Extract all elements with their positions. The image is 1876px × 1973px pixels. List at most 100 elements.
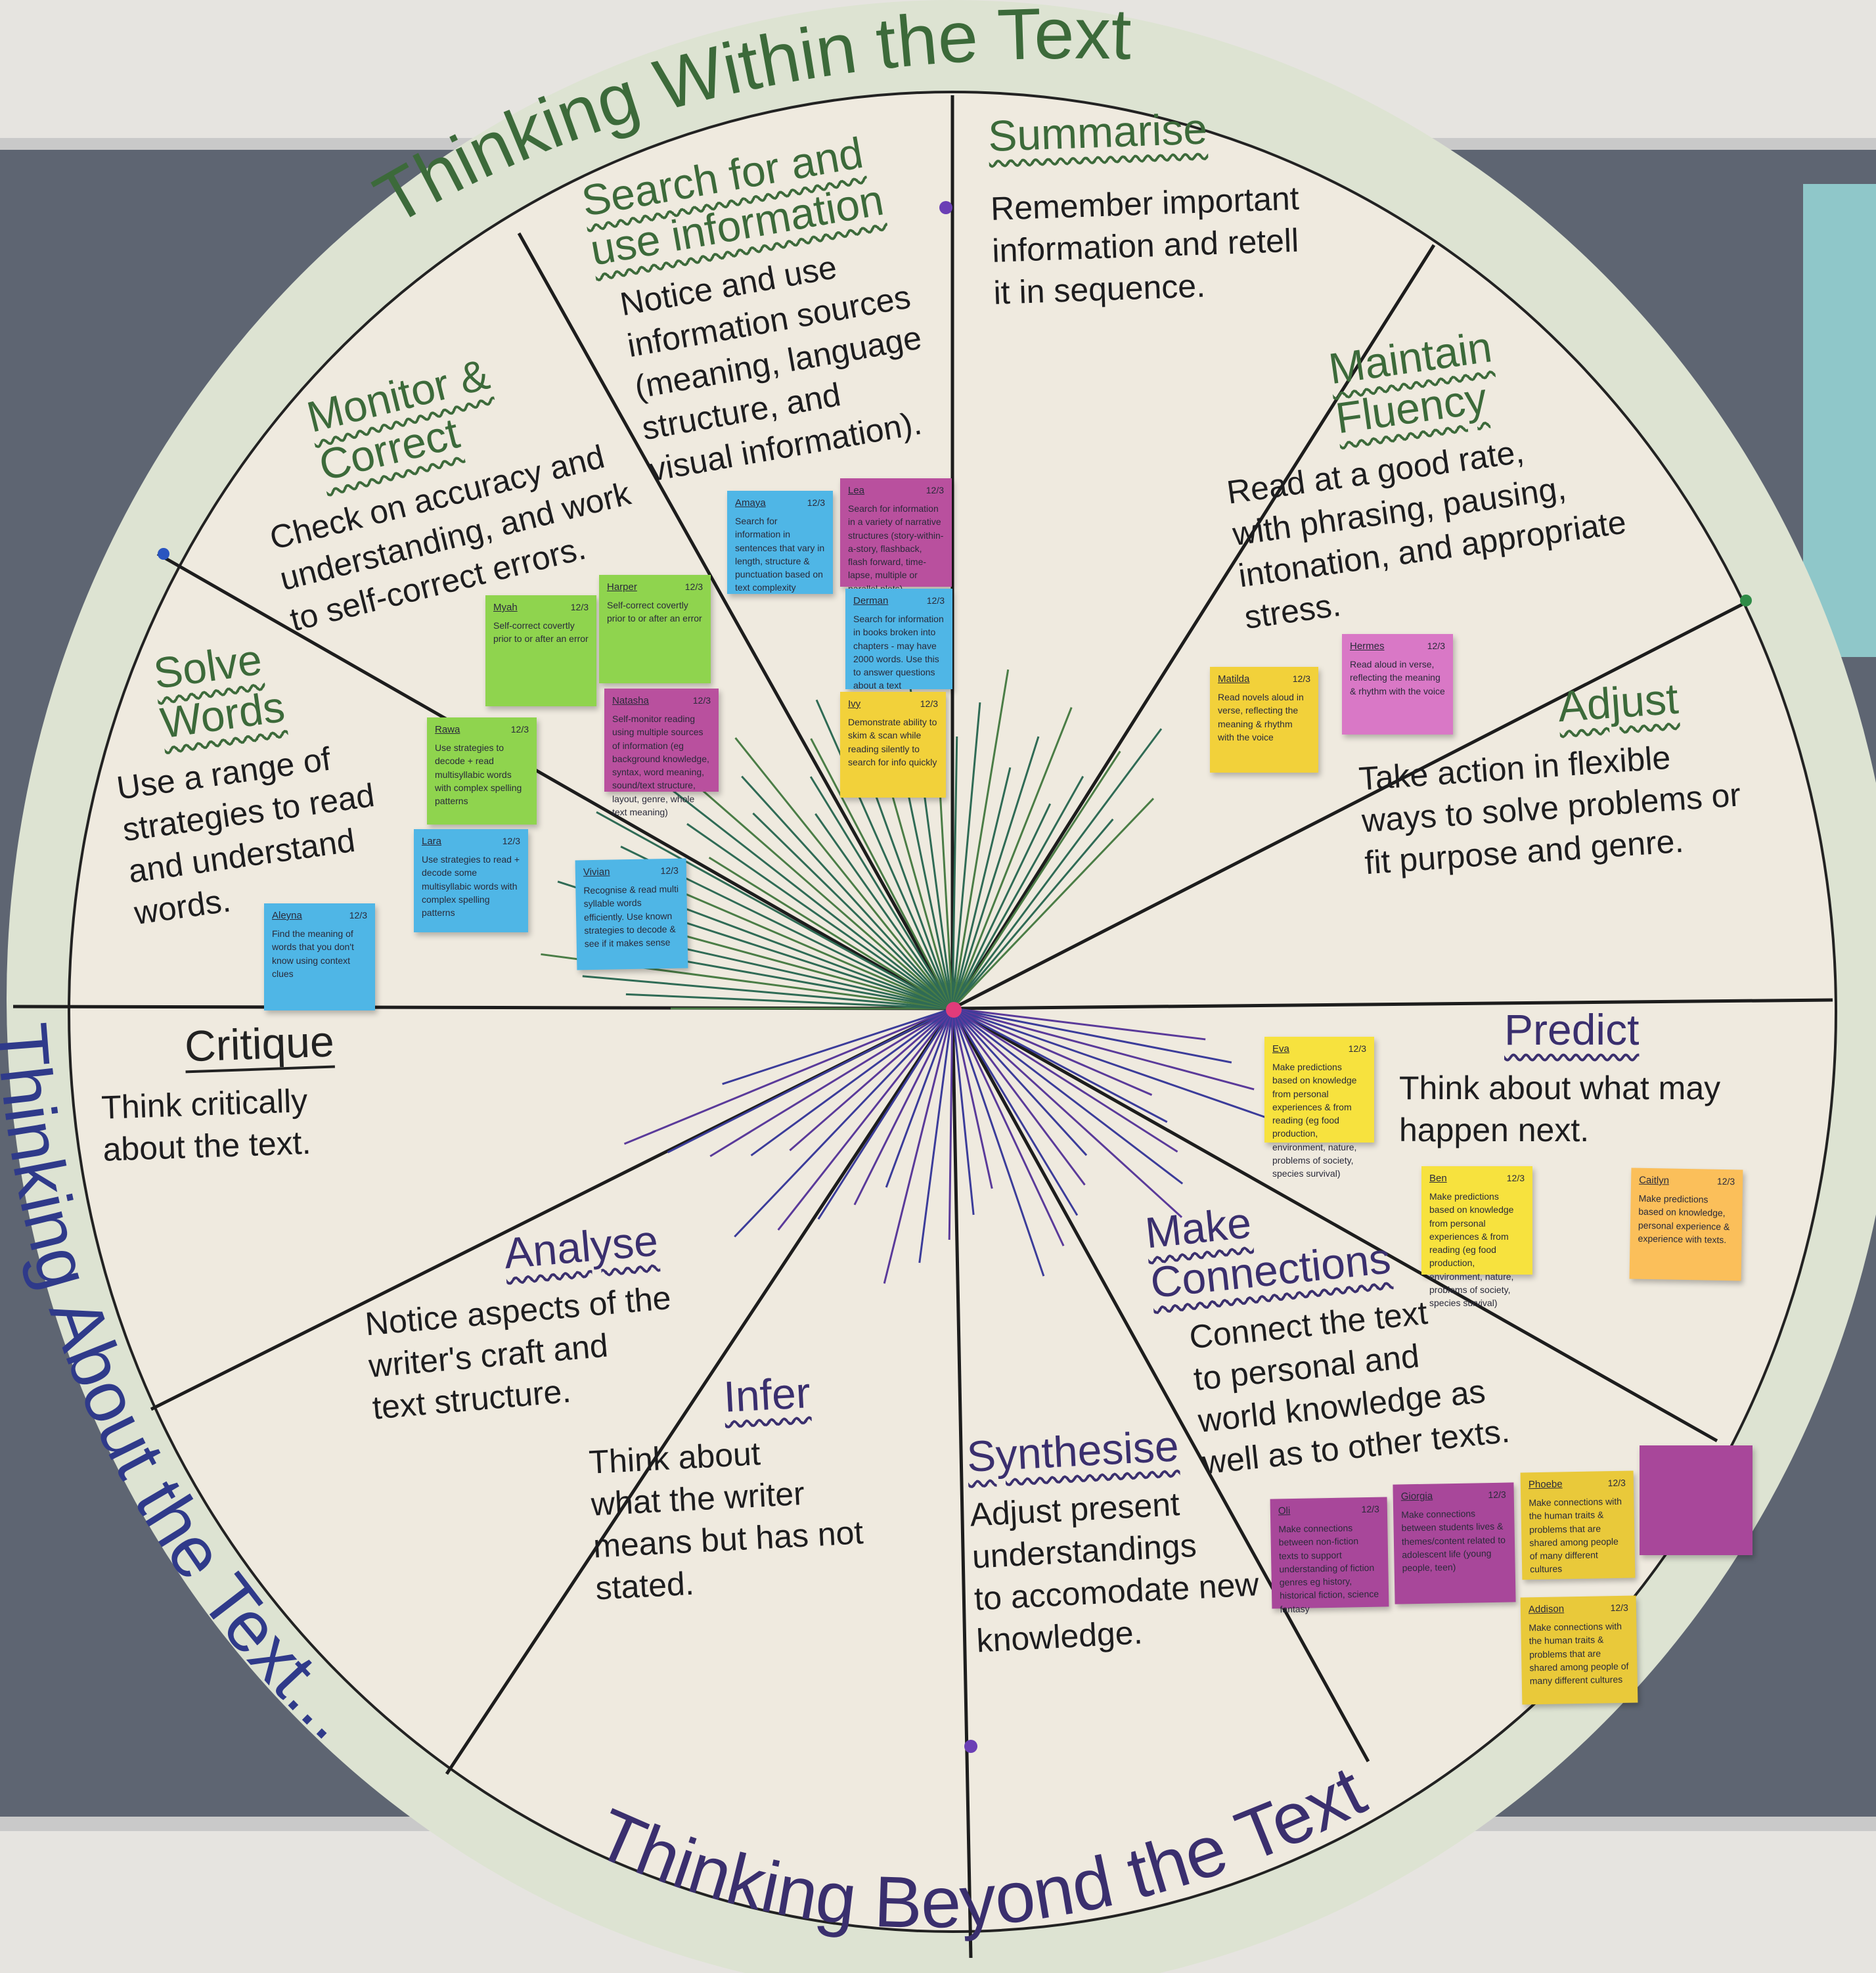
note-date: 12/3 [1488,1489,1506,1501]
divider-line [952,998,1833,1010]
section-body: Think critically about the text. [100,1081,312,1168]
note-student-name: Harper [607,581,637,593]
note-date: 12/3 [1361,1503,1379,1515]
note-text: Recognise & read multi syllable words ef… [583,883,679,949]
note-student-name: Matilda [1218,673,1250,685]
note-student-name: Ben [1429,1173,1447,1184]
starburst-line [883,1008,954,1284]
section-critique: Critique Think critically about the text… [99,1017,338,1171]
note-date: 12/3 [1292,673,1310,684]
divider-line [950,244,1436,1010]
starburst-line [951,736,1040,1009]
starburst-line [948,1008,954,1240]
starburst-line [952,1007,1168,1123]
starburst-line [918,1008,954,1263]
note-text: Find the meaning of words that you don't… [272,928,354,979]
starburst-line [872,787,954,1009]
section-title: Summarise [987,104,1209,160]
divider-line [950,1008,973,1959]
note-student-name: Aleyna [272,910,302,921]
note-text: Search for information in sentences that… [735,516,825,593]
starburst-line [709,1007,953,1158]
divider-line [156,552,954,1010]
note-date: 12/3 [1348,1043,1366,1054]
starburst-line [952,1007,1232,1064]
note-date: 12/3 [1607,1477,1626,1489]
starburst-line [952,1007,1184,1185]
side-poster [1803,184,1876,657]
pin [939,201,952,214]
note-student-name: Caitlyn [1639,1174,1670,1187]
note-date: 12/3 [926,485,944,495]
section-body: Connect the text to personal and world k… [1187,1294,1511,1482]
starburst-line [722,1007,953,1085]
note-text: Use strategies to decode + read multisyl… [435,742,522,807]
starburst-line [596,811,953,1010]
starburst-line [951,737,958,1009]
starburst-line [810,738,954,1009]
starburst-line [752,812,954,1010]
note-text: Demonstrate ability to skim & scan while… [848,717,937,767]
starburst-line [951,803,1052,1009]
note-student-name: Hermes [1350,641,1385,652]
starburst-line [952,1007,1206,1041]
starburst-line [951,818,1114,1009]
starburst-line [789,1007,953,1152]
note-date: 12/3 [807,497,825,508]
starburst-line [951,1008,1079,1216]
note-date: 12/3 [1427,641,1445,651]
starburst-line [951,1008,1065,1246]
starburst-line [708,856,953,1010]
note-text: Use strategies to read + decode some mul… [422,854,520,918]
starburst-line [951,750,1121,1009]
section-title: Predict [1504,1005,1640,1054]
note-student-name: Oli [1278,1505,1291,1517]
note-student-name: Giorgia [1400,1490,1433,1503]
starburst-line [951,1008,993,1189]
starburst-line [951,1008,1086,1186]
divider-line [950,1007,1370,1763]
note-text: Read novels aloud in verse, reflecting t… [1218,692,1304,742]
starburst-line [815,813,954,1009]
note-date: 12/3 [1506,1173,1525,1183]
note-date: 12/3 [920,698,938,709]
starburst-line [952,1007,1255,1091]
note-student-name: Vivian [583,866,610,878]
starburst-line [741,775,954,1010]
section-title: Infer [722,1368,812,1421]
center-pin [946,1002,962,1018]
note-date: 12/3 [510,724,529,735]
note-student-name: Natasha [612,695,649,706]
note-student-name: Amaya [735,497,766,509]
note-text: Make predictions based on knowledge from… [1272,1062,1357,1179]
starburst-line [952,1007,1178,1153]
section-solve-words: Solve Words Use a range of strategies to… [99,622,389,934]
divider-line [445,1007,954,1775]
starburst-line [951,767,1012,1009]
note-student-name: Rawa [435,724,460,735]
starburst-line [750,1007,953,1156]
divider-line [951,599,1750,1010]
note-text: Read aloud in verse, reflecting the mean… [1350,659,1445,696]
note-text: Make connections between students lives … [1401,1508,1506,1574]
starburst-line [951,702,981,1009]
starburst-line [952,1007,1153,1096]
divider-line [517,232,954,1010]
note-student-name: Addison [1528,1603,1565,1616]
note-text: Search for information in a variety of n… [848,503,944,594]
section-search-info: Search for and use information Notice an… [578,124,939,494]
section-body: Adjust present understandings to accomod… [969,1485,1260,1660]
starburst-line [885,1008,954,1188]
starburst-line [815,699,954,1009]
